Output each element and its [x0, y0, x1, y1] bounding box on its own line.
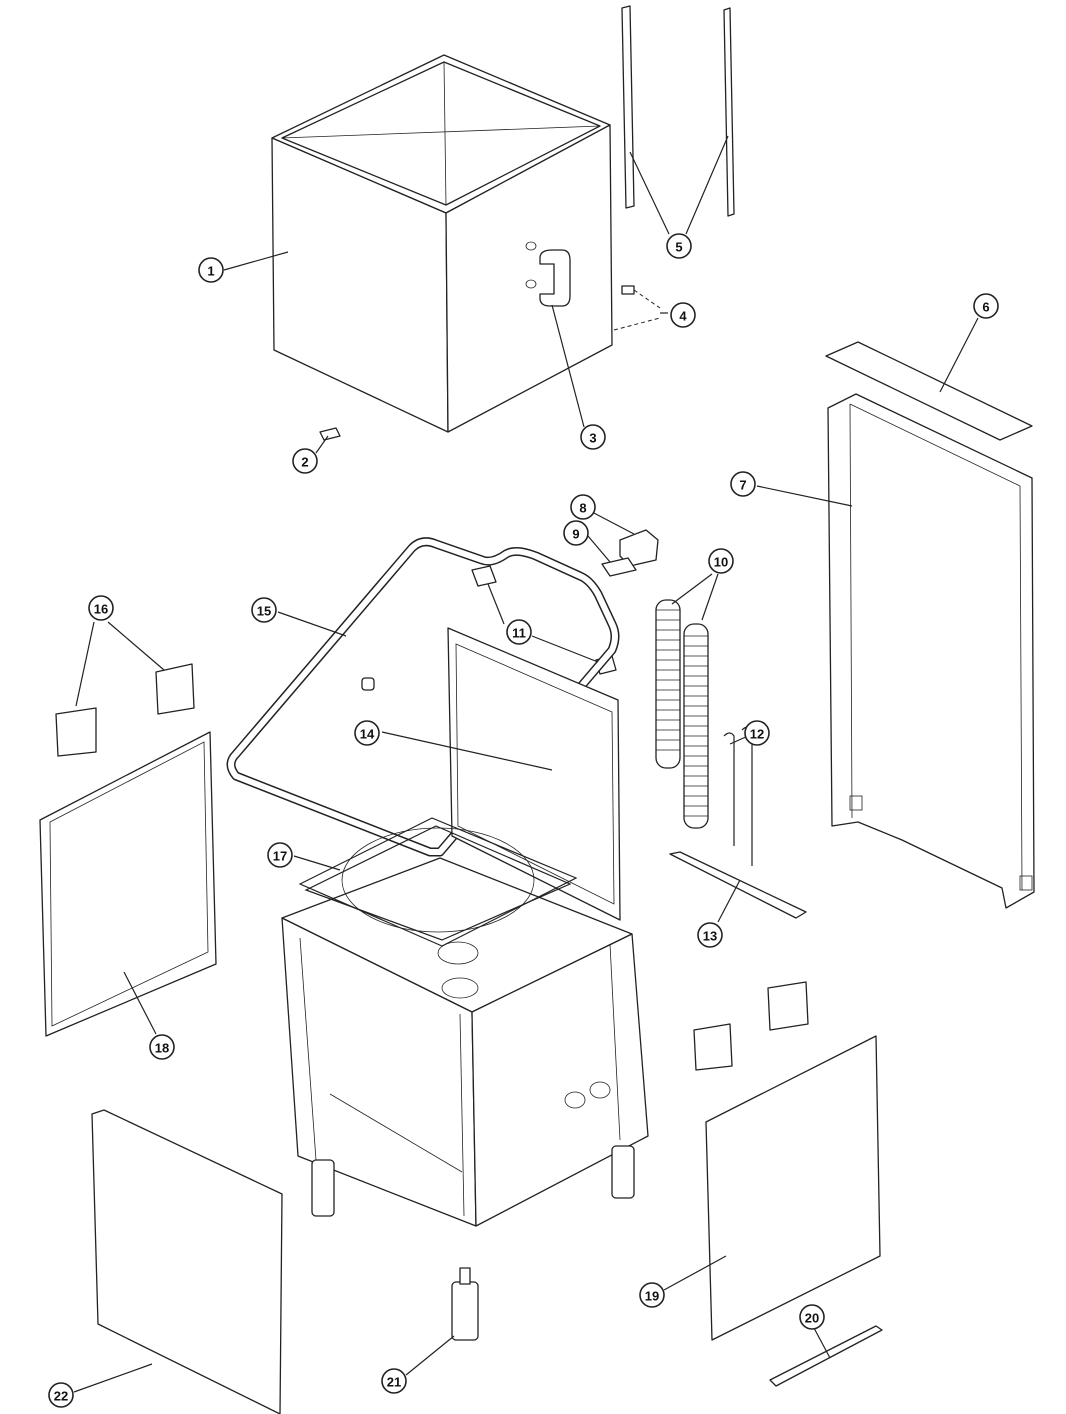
- part-16-blocks: [55, 663, 809, 1071]
- callout-11: 11: [506, 619, 532, 645]
- callout-4-label: 4: [679, 309, 687, 324]
- part-22-front-panel: [91, 1109, 283, 1414]
- part-18-left-panel: [39, 731, 217, 1037]
- callout-22: 22: [48, 1382, 74, 1408]
- callout-19: 19: [639, 1282, 665, 1308]
- part-20-strip: [769, 1325, 883, 1387]
- callout-17-label: 17: [273, 849, 287, 864]
- callout-3: 3: [580, 424, 606, 450]
- part-5-rails: [621, 5, 735, 217]
- callout-5-label: 5: [675, 240, 682, 255]
- callout-14: 14: [354, 720, 380, 746]
- part-17-rack: [298, 817, 578, 947]
- callout-13-label: 13: [703, 929, 717, 944]
- callout-14-label: 14: [360, 727, 375, 742]
- callout-6-label: 6: [982, 300, 989, 315]
- callout-9: 9: [563, 520, 589, 546]
- callout-21: 21: [381, 1368, 407, 1394]
- callout-4: 4: [670, 302, 696, 328]
- callout-11-label: 11: [512, 626, 526, 641]
- callout-20-label: 20: [805, 1311, 819, 1326]
- callout-3-label: 3: [589, 431, 596, 446]
- callout-16-label: 16: [94, 602, 108, 617]
- callout-7-label: 7: [739, 478, 746, 493]
- machine-body: [281, 627, 649, 1227]
- callout-2: 2: [292, 448, 318, 474]
- part-1-hood: [271, 54, 613, 433]
- callout-10-label: 10: [714, 555, 728, 570]
- callout-21-label: 21: [387, 1375, 401, 1390]
- callout-1-label: 1: [207, 264, 214, 279]
- callout-12-label: 12: [750, 727, 764, 742]
- callout-6: 6: [973, 293, 999, 319]
- callout-13: 13: [697, 922, 723, 948]
- callout-1: 1: [198, 257, 224, 283]
- callout-10: 10: [708, 548, 734, 574]
- callout-8-label: 8: [579, 501, 586, 516]
- part-4-screw: [613, 285, 661, 331]
- callout-12: 12: [744, 720, 770, 746]
- callout-18-label: 18: [155, 1041, 169, 1056]
- part-2-clip: [319, 427, 341, 441]
- part-7-rear-panel: [827, 393, 1035, 909]
- part-9-plate: [601, 557, 637, 577]
- callout-19-label: 19: [645, 1289, 659, 1304]
- callout-9-label: 9: [572, 527, 579, 542]
- callout-5: 5: [666, 233, 692, 259]
- callout-22-label: 22: [54, 1389, 68, 1404]
- callout-7: 7: [730, 471, 756, 497]
- callout-8: 8: [570, 494, 596, 520]
- callout-15-label: 15: [257, 604, 271, 619]
- part-19-right-panel: [705, 1035, 881, 1341]
- part-8-hinge: [619, 529, 659, 567]
- part-10-springs: [655, 599, 709, 829]
- part-12-rods: [723, 726, 753, 866]
- callout-16: 16: [88, 595, 114, 621]
- callout-20: 20: [799, 1304, 825, 1330]
- part-21-foot: [451, 1267, 479, 1341]
- callout-2-label: 2: [301, 455, 308, 470]
- part-6-top-strip: [825, 341, 1033, 441]
- part-15-handle: [226, 537, 620, 857]
- callout-17: 17: [267, 842, 293, 868]
- callout-18: 18: [149, 1034, 175, 1060]
- callout-15: 15: [251, 597, 277, 623]
